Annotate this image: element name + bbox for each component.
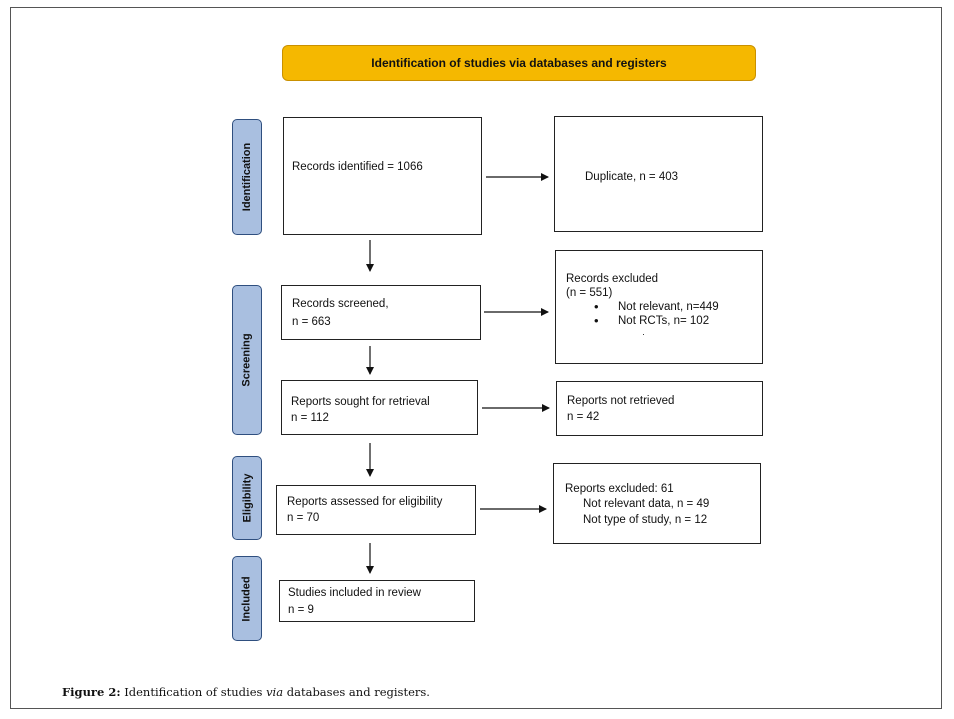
records-screened-box: Records screened, n = 663 bbox=[281, 285, 481, 340]
studies-included-line2: n = 9 bbox=[288, 604, 314, 616]
duplicate-box: Duplicate, n = 403 bbox=[554, 116, 763, 232]
phase-screening: Screening bbox=[232, 285, 262, 435]
duplicate-text: Duplicate, n = 403 bbox=[585, 171, 679, 183]
reports-assessed-line2: n = 70 bbox=[287, 512, 320, 524]
reports-sought-line2: n = 112 bbox=[291, 412, 329, 424]
caption-text-italic: via bbox=[266, 685, 284, 699]
stray-mark: · bbox=[642, 329, 645, 339]
figure-caption: Figure 2: Identification of studies via … bbox=[62, 685, 430, 699]
caption-label: Figure 2: bbox=[62, 685, 121, 699]
reports-not-retrieved-line2: n = 42 bbox=[567, 411, 600, 423]
reports-sought-line1: Reports sought for retrieval bbox=[291, 396, 430, 408]
reports-excluded-item: Not type of study, n = 12 bbox=[583, 514, 708, 526]
reports-assessed-box: Reports assessed for eligibility n = 70 bbox=[276, 485, 476, 535]
records-screened-line2: n = 663 bbox=[292, 316, 331, 328]
reports-assessed-line1: Reports assessed for eligibility bbox=[287, 496, 443, 508]
reports-excluded-line1: Reports excluded: 61 bbox=[565, 483, 674, 495]
records-identified-box: Records identified = 1066 bbox=[283, 117, 482, 235]
phase-included: Included bbox=[232, 556, 262, 641]
records-identified-text: Records identified = 1066 bbox=[292, 161, 423, 173]
reports-not-retrieved-box: Reports not retrieved n = 42 bbox=[556, 381, 763, 436]
records-excluded-line1: Records excluded bbox=[566, 273, 659, 285]
flow-header-title: Identification of studies via databases … bbox=[371, 56, 667, 70]
caption-text-after: databases and registers. bbox=[286, 685, 430, 699]
records-excluded-item: Not RCTs, n= 102 bbox=[594, 314, 719, 328]
studies-included-line1: Studies included in review bbox=[288, 587, 421, 599]
records-excluded-list: Not relevant, n=449 Not RCTs, n= 102 bbox=[594, 300, 719, 328]
figure-frame bbox=[10, 7, 942, 709]
reports-excluded-box: Reports excluded: 61 Not relevant data, … bbox=[553, 463, 761, 544]
records-excluded-box: Records excluded (n = 551) Not relevant,… bbox=[555, 250, 763, 364]
studies-included-box: Studies included in review n = 9 bbox=[279, 580, 475, 622]
records-excluded-item: Not relevant, n=449 bbox=[594, 300, 719, 314]
reports-excluded-item: Not relevant data, n = 49 bbox=[583, 498, 710, 510]
records-screened-line1: Records screened, bbox=[292, 298, 389, 310]
caption-text-before: Identification of studies bbox=[124, 685, 263, 699]
phase-eligibility: Eligibility bbox=[232, 456, 262, 540]
reports-sought-box: Reports sought for retrieval n = 112 bbox=[281, 380, 478, 435]
reports-not-retrieved-line1: Reports not retrieved bbox=[567, 395, 675, 407]
records-excluded-line2: (n = 551) bbox=[566, 287, 613, 299]
phase-identification: Identification bbox=[232, 119, 262, 235]
flow-header: Identification of studies via databases … bbox=[282, 45, 756, 81]
